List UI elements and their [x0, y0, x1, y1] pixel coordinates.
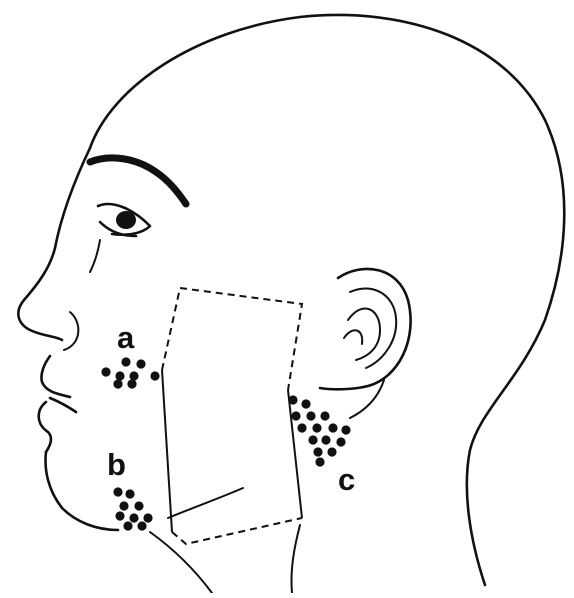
upper-lip	[41, 356, 70, 397]
label-a: a	[117, 322, 134, 353]
ear-inner-3	[344, 330, 362, 344]
neck-back-line	[291, 525, 300, 593]
node-dot	[119, 501, 128, 510]
region-outline-left-edge	[162, 370, 172, 532]
ear-outer	[320, 269, 411, 389]
node-dot	[101, 367, 110, 376]
node-dot	[341, 425, 350, 434]
node-dot	[115, 371, 124, 380]
node-dot	[129, 371, 138, 380]
node-dot	[123, 521, 132, 530]
node-dot	[320, 411, 329, 420]
node-dot	[301, 399, 310, 408]
node-dot	[291, 411, 300, 420]
dot-cluster-b	[113, 487, 152, 530]
node-dot	[127, 379, 136, 388]
node-dot	[288, 395, 297, 404]
node-dot	[297, 423, 306, 432]
nostril	[64, 312, 78, 350]
node-dot	[336, 437, 345, 446]
eyebrow	[90, 158, 186, 204]
eye-iris	[116, 211, 136, 229]
lower-lip	[39, 402, 51, 452]
label-b: b	[107, 449, 126, 480]
node-dot	[328, 423, 337, 432]
under-chin-neck	[150, 532, 212, 593]
node-dot	[327, 447, 336, 456]
node-dot	[121, 357, 130, 366]
node-dot	[125, 489, 134, 498]
node-dot	[137, 521, 146, 530]
node-dot	[134, 501, 143, 510]
node-dot	[115, 511, 124, 520]
node-dot	[136, 359, 145, 368]
node-dot	[312, 423, 321, 432]
head-outline	[90, 15, 564, 585]
region-outline-bottom-dashed	[172, 518, 302, 544]
node-dot	[143, 513, 152, 522]
dot-cluster-a	[101, 357, 159, 388]
dot-cluster-c	[288, 395, 350, 466]
ear-inner-1	[350, 288, 396, 368]
node-dot	[315, 457, 324, 466]
node-dot	[113, 487, 122, 496]
ear-inner-2	[348, 309, 380, 360]
neck-line	[168, 488, 243, 518]
node-dot	[308, 435, 317, 444]
node-dot	[150, 371, 159, 380]
face-profile-upper	[18, 148, 90, 340]
region-outline-right-edge	[288, 390, 302, 518]
node-dot	[313, 447, 322, 456]
node-dot	[113, 379, 122, 388]
region-outline-dashed	[162, 288, 302, 390]
node-dot	[129, 513, 138, 522]
node-dot	[306, 411, 315, 420]
label-c: c	[338, 464, 355, 495]
node-dot	[321, 435, 330, 444]
eye-crease	[90, 240, 100, 272]
mouth-line	[50, 398, 76, 412]
